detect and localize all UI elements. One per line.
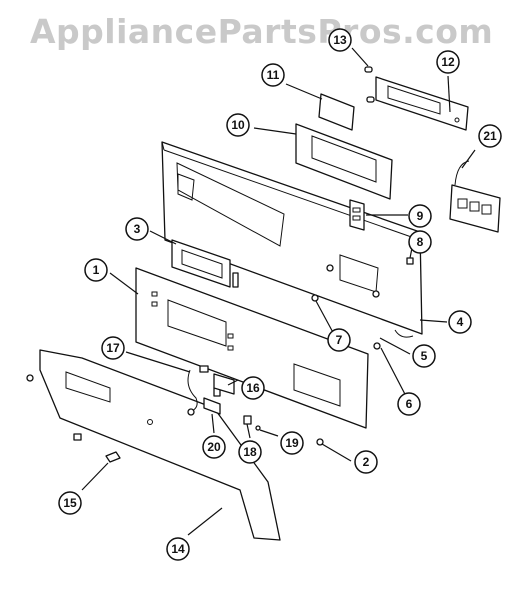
watermark: AppliancePartsPros.com	[30, 12, 494, 51]
svg-text:20: 20	[207, 440, 221, 454]
callout-19: 19	[280, 431, 304, 455]
callout-2: 2	[354, 450, 378, 474]
callout-9: 9	[408, 204, 432, 228]
svg-text:2: 2	[363, 455, 370, 469]
svg-text:6: 6	[406, 397, 413, 411]
svg-text:1: 1	[93, 263, 100, 277]
part-21-board	[449, 160, 501, 233]
part-14-trim	[39, 349, 281, 541]
svg-text:13: 13	[333, 33, 347, 47]
callout-17: 17	[101, 336, 125, 360]
callout-18: 18	[238, 440, 262, 464]
part-3-lens	[171, 239, 239, 288]
callout-1: 1	[84, 258, 108, 282]
callout-11: 11	[261, 63, 285, 87]
callout-4: 4	[448, 310, 472, 334]
callout-14: 14	[166, 537, 190, 561]
fasteners	[26, 257, 414, 463]
callout-20: 20	[202, 435, 226, 459]
callout-6: 6	[397, 392, 421, 416]
svg-text:18: 18	[243, 445, 257, 459]
svg-text:7: 7	[336, 333, 343, 347]
callout-10: 10	[226, 113, 250, 137]
part-20-bracket	[203, 397, 221, 415]
callout-16: 16	[241, 376, 265, 400]
svg-text:14: 14	[171, 542, 185, 556]
callout-3: 3	[125, 217, 149, 241]
svg-text:19: 19	[285, 436, 299, 450]
callout-5: 5	[412, 344, 436, 368]
part-11-window	[318, 93, 355, 131]
svg-text:11: 11	[267, 68, 280, 82]
callout-8: 8	[408, 230, 432, 254]
callout-21: 21	[478, 124, 502, 148]
part-12-overlay	[375, 76, 469, 131]
svg-text:8: 8	[417, 235, 424, 249]
part-10-bracket	[295, 123, 393, 200]
callout-12: 12	[436, 50, 460, 74]
svg-text:3: 3	[134, 222, 141, 236]
part-13-clips	[364, 66, 375, 103]
svg-text:12: 12	[441, 55, 455, 69]
svg-text:17: 17	[106, 341, 120, 355]
svg-text:16: 16	[246, 381, 260, 395]
callout-13: 13	[328, 28, 352, 52]
part-16-bracket	[213, 373, 235, 395]
svg-text:9: 9	[417, 209, 424, 223]
svg-text:10: 10	[231, 118, 245, 132]
part-9-switch	[349, 199, 365, 231]
part-4-control-panel	[161, 141, 423, 338]
leader-lines	[81, 47, 476, 536]
svg-text:15: 15	[63, 496, 77, 510]
svg-text:5: 5	[421, 349, 428, 363]
part-17-harness	[187, 365, 209, 416]
callout-15: 15	[58, 491, 82, 515]
svg-text:4: 4	[457, 315, 464, 329]
svg-text:21: 21	[483, 129, 497, 143]
callout-7: 7	[327, 328, 351, 352]
part-1-overlay	[135, 267, 369, 429]
